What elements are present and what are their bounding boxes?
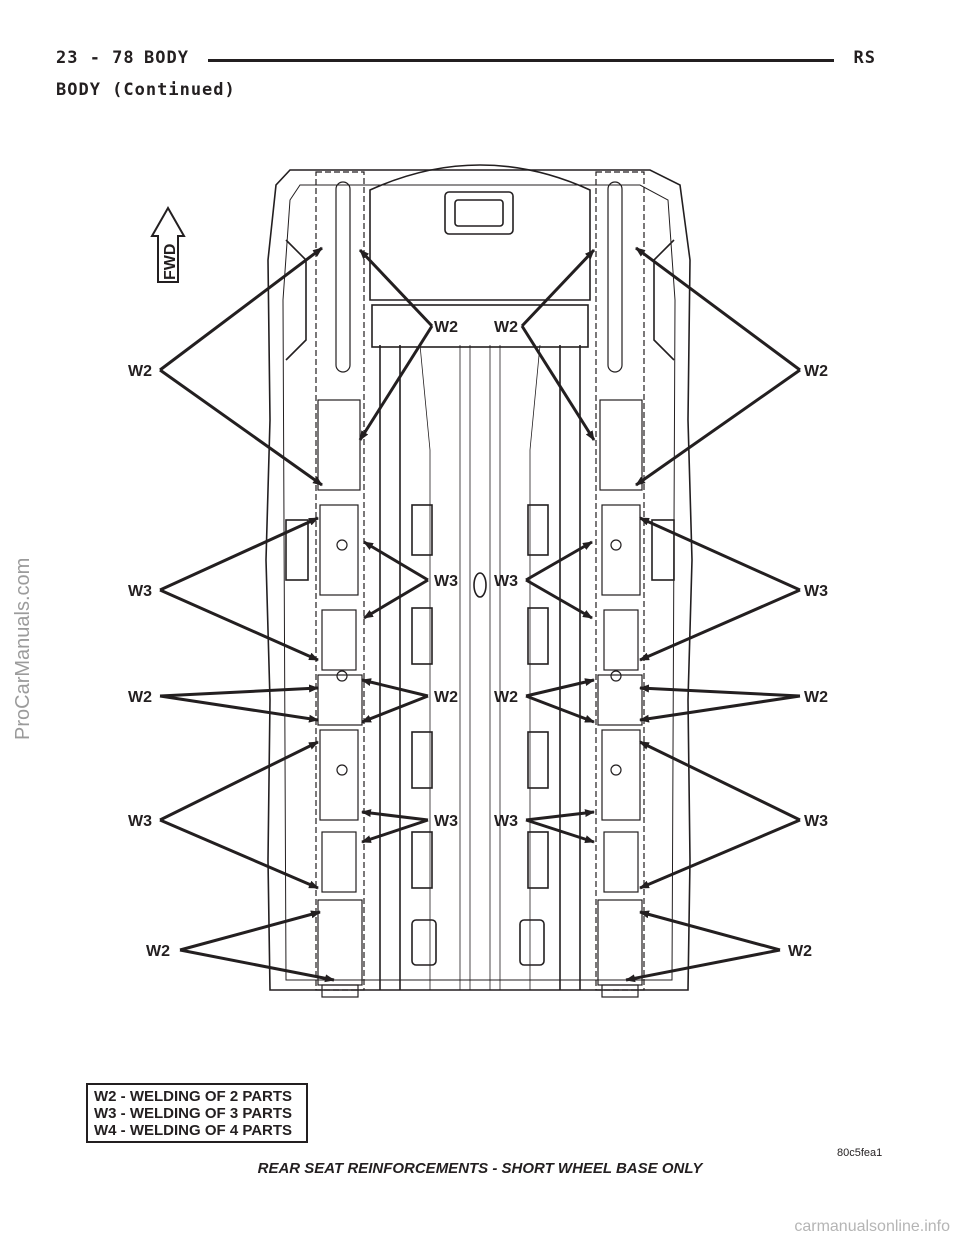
floor-pan-outline [265, 164, 693, 991]
right-seat-rail [595, 171, 645, 998]
weld-leader-arrows [159, 246, 801, 983]
figure-caption: REAR SEAT REINFORCEMENTS - SHORT WHEEL B… [257, 1160, 703, 1177]
callout-right-w2-upper: W2 [804, 363, 828, 380]
callout-center-w3-a-left: W3 [434, 573, 458, 590]
callout-left-w3-upper: W3 [128, 583, 152, 600]
callout-center-w2-b-right: W2 [494, 689, 518, 706]
section-title: BODY [144, 48, 189, 68]
callout-right-w3-upper: W3 [804, 583, 828, 600]
callout-center-w2-top-left: W2 [434, 319, 458, 336]
legend-w2: W2 - WELDING OF 2 PARTS [94, 1088, 293, 1105]
legend-w4: W4 - WELDING OF 4 PARTS [94, 1122, 293, 1139]
legend-w3: W3 - WELDING OF 3 PARTS [94, 1105, 293, 1122]
page-header: 23 - 78 BODY RS [56, 44, 876, 74]
callout-center-w2-b-left: W2 [434, 689, 458, 706]
callout-left-w2-lower: W2 [146, 943, 170, 960]
figure-id: 80c5fea1 [837, 1147, 883, 1159]
callout-right-w2-middle: W2 [804, 689, 828, 706]
callout-right-w2-lower: W2 [788, 943, 812, 960]
callout-center-w3-b-right: W3 [494, 813, 518, 830]
callout-center-w3-b-left: W3 [434, 813, 458, 830]
callout-right-w3-lower: W3 [804, 813, 828, 830]
continued-heading: BODY (Continued) [56, 80, 236, 100]
callout-center-w2-top-right: W2 [494, 319, 518, 336]
weld-callouts: W2 W3 W2 W3 W2 W2 W3 W2 W3 W2 W2 W2 W3 W… [128, 319, 828, 960]
callout-left-w3-lower: W3 [128, 813, 152, 830]
fwd-arrow-icon: FWD [150, 205, 186, 283]
fwd-label: FWD [162, 244, 179, 280]
callout-center-w3-a-right: W3 [494, 573, 518, 590]
weld-legend: W2 - WELDING OF 2 PARTS W3 - WELDING OF … [86, 1083, 308, 1143]
callout-left-w2-upper: W2 [128, 363, 152, 380]
page-number: 23 - 78 [56, 48, 135, 68]
footer-watermark: carmanualsonline.info [794, 1218, 950, 1235]
left-seat-rail [315, 171, 365, 998]
vehicle-code: RS [853, 48, 876, 68]
header-rule [208, 59, 834, 62]
callout-left-w2-middle: W2 [128, 689, 152, 706]
